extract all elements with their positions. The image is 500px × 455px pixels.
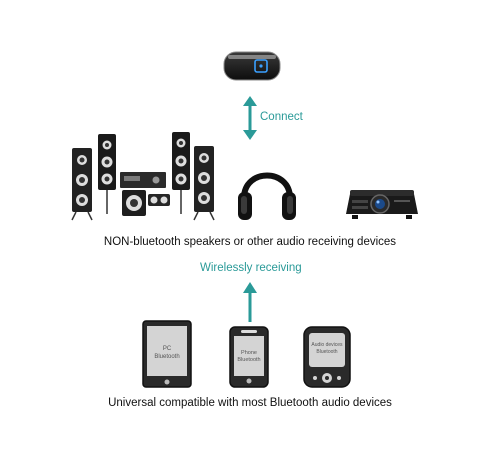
transmitter-icon [222,48,282,84]
row2-caption: Universal compatible with most Bluetooth… [108,397,392,409]
phone-label-line2: Bluetooth [237,357,260,363]
up-arrow-icon [240,282,260,322]
tablet-label-line2: Bluetooth [154,354,179,360]
tablet-icon: PC Bluetooth [142,320,192,388]
audio-label-line2: Bluetooth [316,349,337,355]
projector-icon [344,182,420,222]
headphones-icon [236,158,298,224]
audio-device-icon: Audio devices Bluetooth [303,326,351,388]
row1-caption: NON-bluetooth speakers or other audio re… [103,236,397,248]
tablet-label-line1: PC [163,346,172,352]
connect-label: Connect [260,111,303,123]
phone-label-line1: Phone [241,350,257,356]
phone-icon: Phone Bluetooth [229,326,269,388]
speaker-system-icon [68,128,218,224]
double-arrow-icon [240,96,260,140]
audio-label-line1: Audio devices [311,342,343,348]
wireless-label: Wirelessly receiving [200,262,302,274]
